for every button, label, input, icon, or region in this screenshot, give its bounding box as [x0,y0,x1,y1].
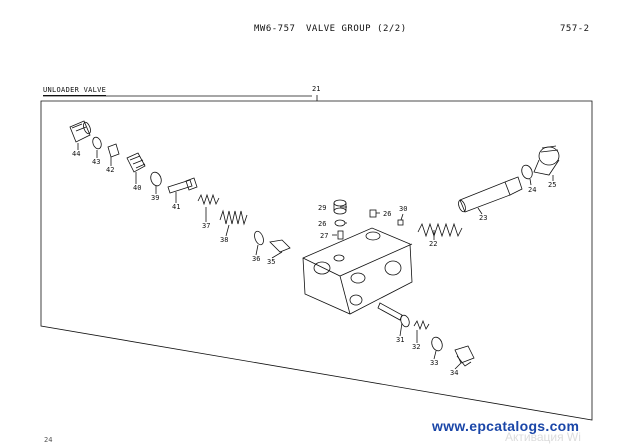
callout-30: 30 [399,205,407,213]
part-27-pin [337,230,344,240]
page-code: MW6-757 [254,24,296,34]
callout-26-left: 26 [318,220,326,228]
part-23-piston [458,176,523,213]
part-43-ring [92,136,102,150]
footer-number: 24 [44,436,53,444]
callout-33: 33 [430,359,438,367]
page-number: 757-2 [560,24,590,34]
callout-26-right: 26 [383,210,391,218]
part-37-spring [197,193,220,206]
part-42-nut [107,143,120,158]
callout-31: 31 [396,336,404,344]
part-24-o-ring [521,164,533,180]
part-26-plug [369,209,377,218]
part-33-o-ring [431,336,443,352]
part-39-o-ring [150,171,162,187]
callout-24: 24 [528,186,536,194]
callout-25: 25 [548,181,556,189]
callout-29: 29 [318,204,326,212]
callout-23: 23 [479,214,487,222]
watermark-link[interactable]: www.epcatalogs.com [432,418,580,434]
part-25-cap [533,145,560,176]
callout-22: 22 [429,240,437,248]
part-44-nut [69,120,91,143]
activation-ghost-text: Активация Wi [505,430,581,444]
callout-40: 40 [133,184,141,192]
section-label: UNLOADER VALVE [43,86,107,96]
valve-body [302,227,413,315]
part-29-plug [333,199,347,215]
part-35-poppet [269,239,291,253]
part-30-screw [397,219,404,226]
callout-37: 37 [202,222,210,230]
page-title: VALVE GROUP (2/2) [306,24,407,34]
part-26-ring [334,219,346,227]
callout-32: 32 [412,343,420,351]
callout-39: 39 [151,194,159,202]
part-41-bolt [167,177,198,194]
callout-43: 43 [92,158,100,166]
callout-27: 27 [320,232,328,240]
part-32-spring [413,319,430,331]
assembly-frame [40,100,593,421]
callout-35: 35 [267,258,275,266]
callout-21: 21 [312,85,320,93]
callout-36: 36 [252,255,260,263]
part-36-seat [254,230,264,246]
part-22-spring [417,222,463,238]
part-38-spring [219,209,248,226]
part-40-fitting [126,152,146,173]
callout-44: 44 [72,150,80,158]
part-31-stem [377,302,410,328]
part-34-plug [454,345,475,367]
callout-34: 34 [450,369,458,377]
callout-38: 38 [220,236,228,244]
callout-42: 42 [106,166,114,174]
callout-41: 41 [172,203,180,211]
